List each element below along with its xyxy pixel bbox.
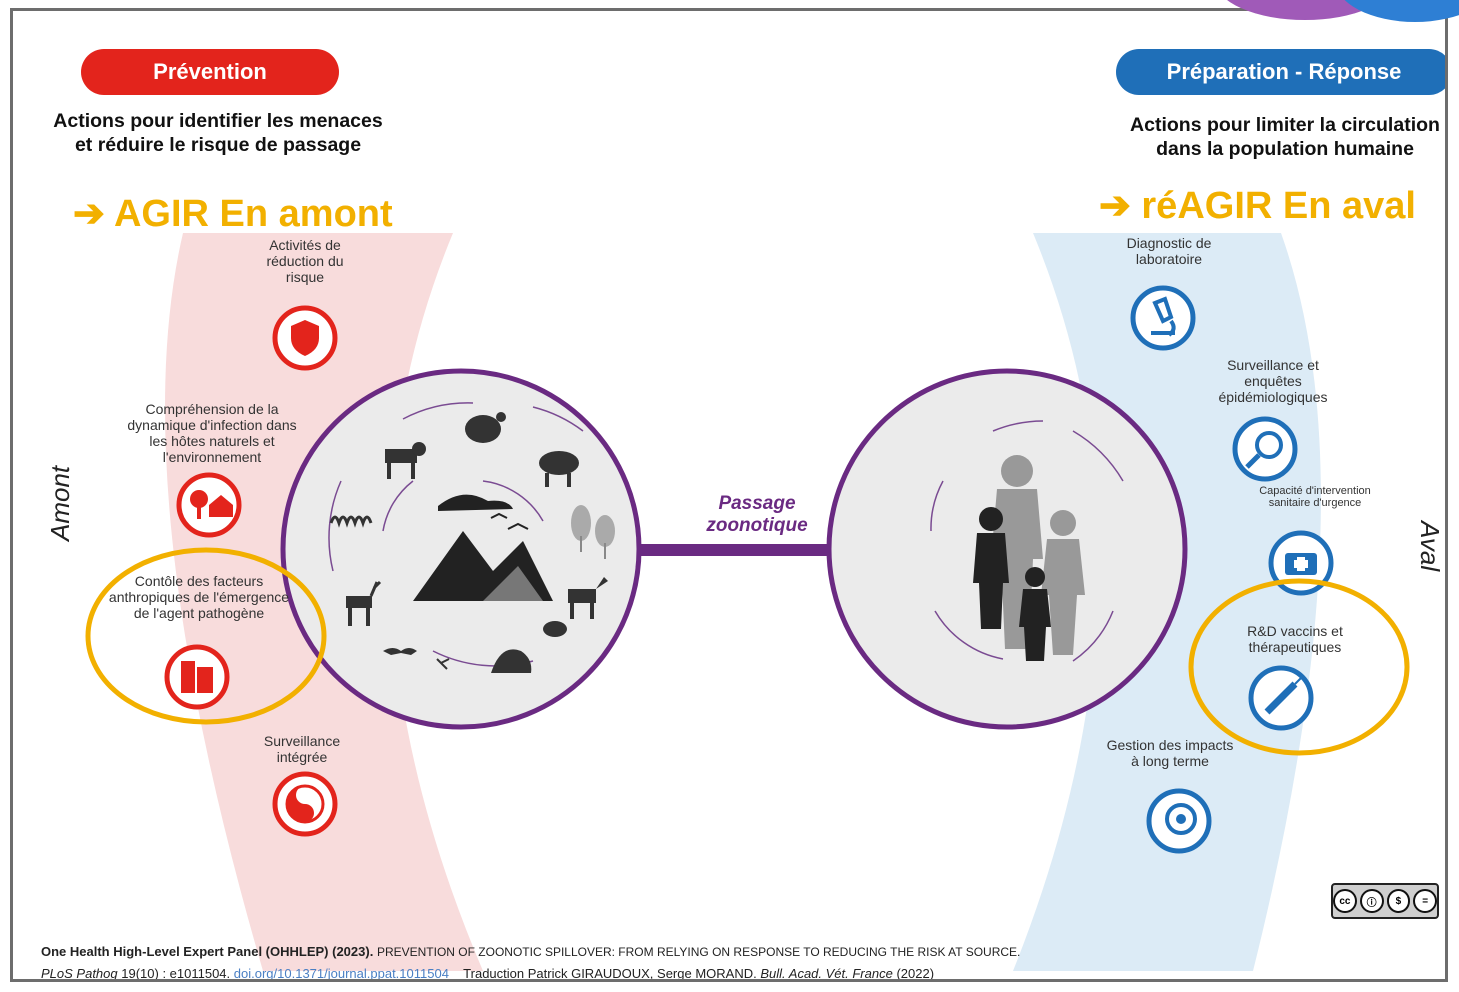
reagir-aval-label: ➔ réAGIR En aval	[1099, 185, 1416, 227]
citation-title: PREVENTION OF ZOONOTIC SPILLOVER: FROM R…	[376, 945, 1021, 959]
cc-license-badge: cc ⓘ $ =	[1331, 883, 1439, 919]
infection-dynamics-label: Compréhension de la dynamique d'infectio…	[127, 401, 297, 465]
prevention-pill: Prévention	[81, 49, 339, 95]
citation-line-1: One Health High-Level Expert Panel (OHHL…	[41, 941, 1441, 963]
vaccines-rd-label: R&D vaccins et thérapeutiques	[1247, 623, 1343, 655]
by-icon: ⓘ	[1359, 889, 1384, 913]
yin-yang-icon	[272, 771, 338, 837]
syringe-icon	[1248, 665, 1314, 731]
citation-authors: One Health High-Level Expert Panel (OHHL…	[41, 944, 374, 959]
citation-bull: Bull. Acad. Vét. France	[760, 966, 893, 981]
target-icon	[1146, 788, 1212, 854]
nd-icon: =	[1413, 889, 1437, 913]
passage-zoonotique-label: Passage zoonotique	[706, 493, 808, 536]
risk-reduction-label: Activités de réduction du risque	[266, 237, 344, 285]
integrated-surveillance-label: Surveillance intégrée	[263, 733, 341, 765]
long-term-impacts-label: Gestion des impacts à long terme	[1106, 737, 1234, 769]
building-icon	[164, 644, 230, 710]
animal-reservoir-circle	[280, 368, 642, 730]
citation-doi-link[interactable]: doi.org/10.1371/journal.ppat.1011504	[233, 966, 449, 981]
shield-icon	[272, 305, 338, 371]
preparation-subtitle: Actions pour limiter la circulation dans…	[1130, 114, 1440, 160]
magnifier-virus-icon	[1232, 416, 1298, 482]
highlight-ellipse-left	[85, 547, 327, 725]
highlight-ellipse-right	[1188, 578, 1410, 756]
figure-frame: Prévention Préparation - Réponse Actions…	[10, 8, 1448, 982]
prevention-subtitle: Actions pour identifier les menaces et r…	[53, 110, 383, 156]
nc-icon: $	[1386, 889, 1411, 913]
corner-decoration	[1227, 0, 1459, 22]
amont-side-label: Amont	[45, 465, 75, 541]
citation-ref: 19(10) : e1011504.	[121, 966, 231, 981]
aval-side-label: Aval	[1415, 521, 1445, 572]
cc-icon: cc	[1333, 889, 1357, 913]
human-population-circle	[826, 368, 1188, 730]
epidemiological-surveillance-label: Surveillance et enquêtes épidémiologique…	[1218, 357, 1328, 405]
tree-house-icon	[176, 472, 242, 538]
agir-amont-label: ➔ AGIR En amont	[73, 193, 393, 235]
diagram-graphics	[85, 233, 1410, 971]
citation-year: (2022)	[896, 966, 935, 981]
preparation-pill: Préparation - Réponse	[1116, 49, 1445, 95]
citation-translation: _ Traduction Patrick GIRAUDOUX, Serge MO…	[452, 966, 757, 981]
lab-diagnostic-label: Diagnostic de laboratoire	[1126, 235, 1212, 267]
emergency-capacity-label: Capacité d'intervention sanitaire d'urge…	[1259, 485, 1371, 509]
citation: One Health High-Level Expert Panel (OHHL…	[41, 941, 1441, 981]
citation-line-2: PLoS Pathog 19(10) : e1011504. doi.org/1…	[41, 963, 1441, 981]
microscope-icon	[1130, 285, 1196, 351]
anthropic-factors-label: Contôle des facteurs anthropiques de l'é…	[108, 573, 290, 621]
medical-kit-icon	[1268, 530, 1334, 596]
citation-journal: PLoS Pathog	[41, 966, 118, 981]
